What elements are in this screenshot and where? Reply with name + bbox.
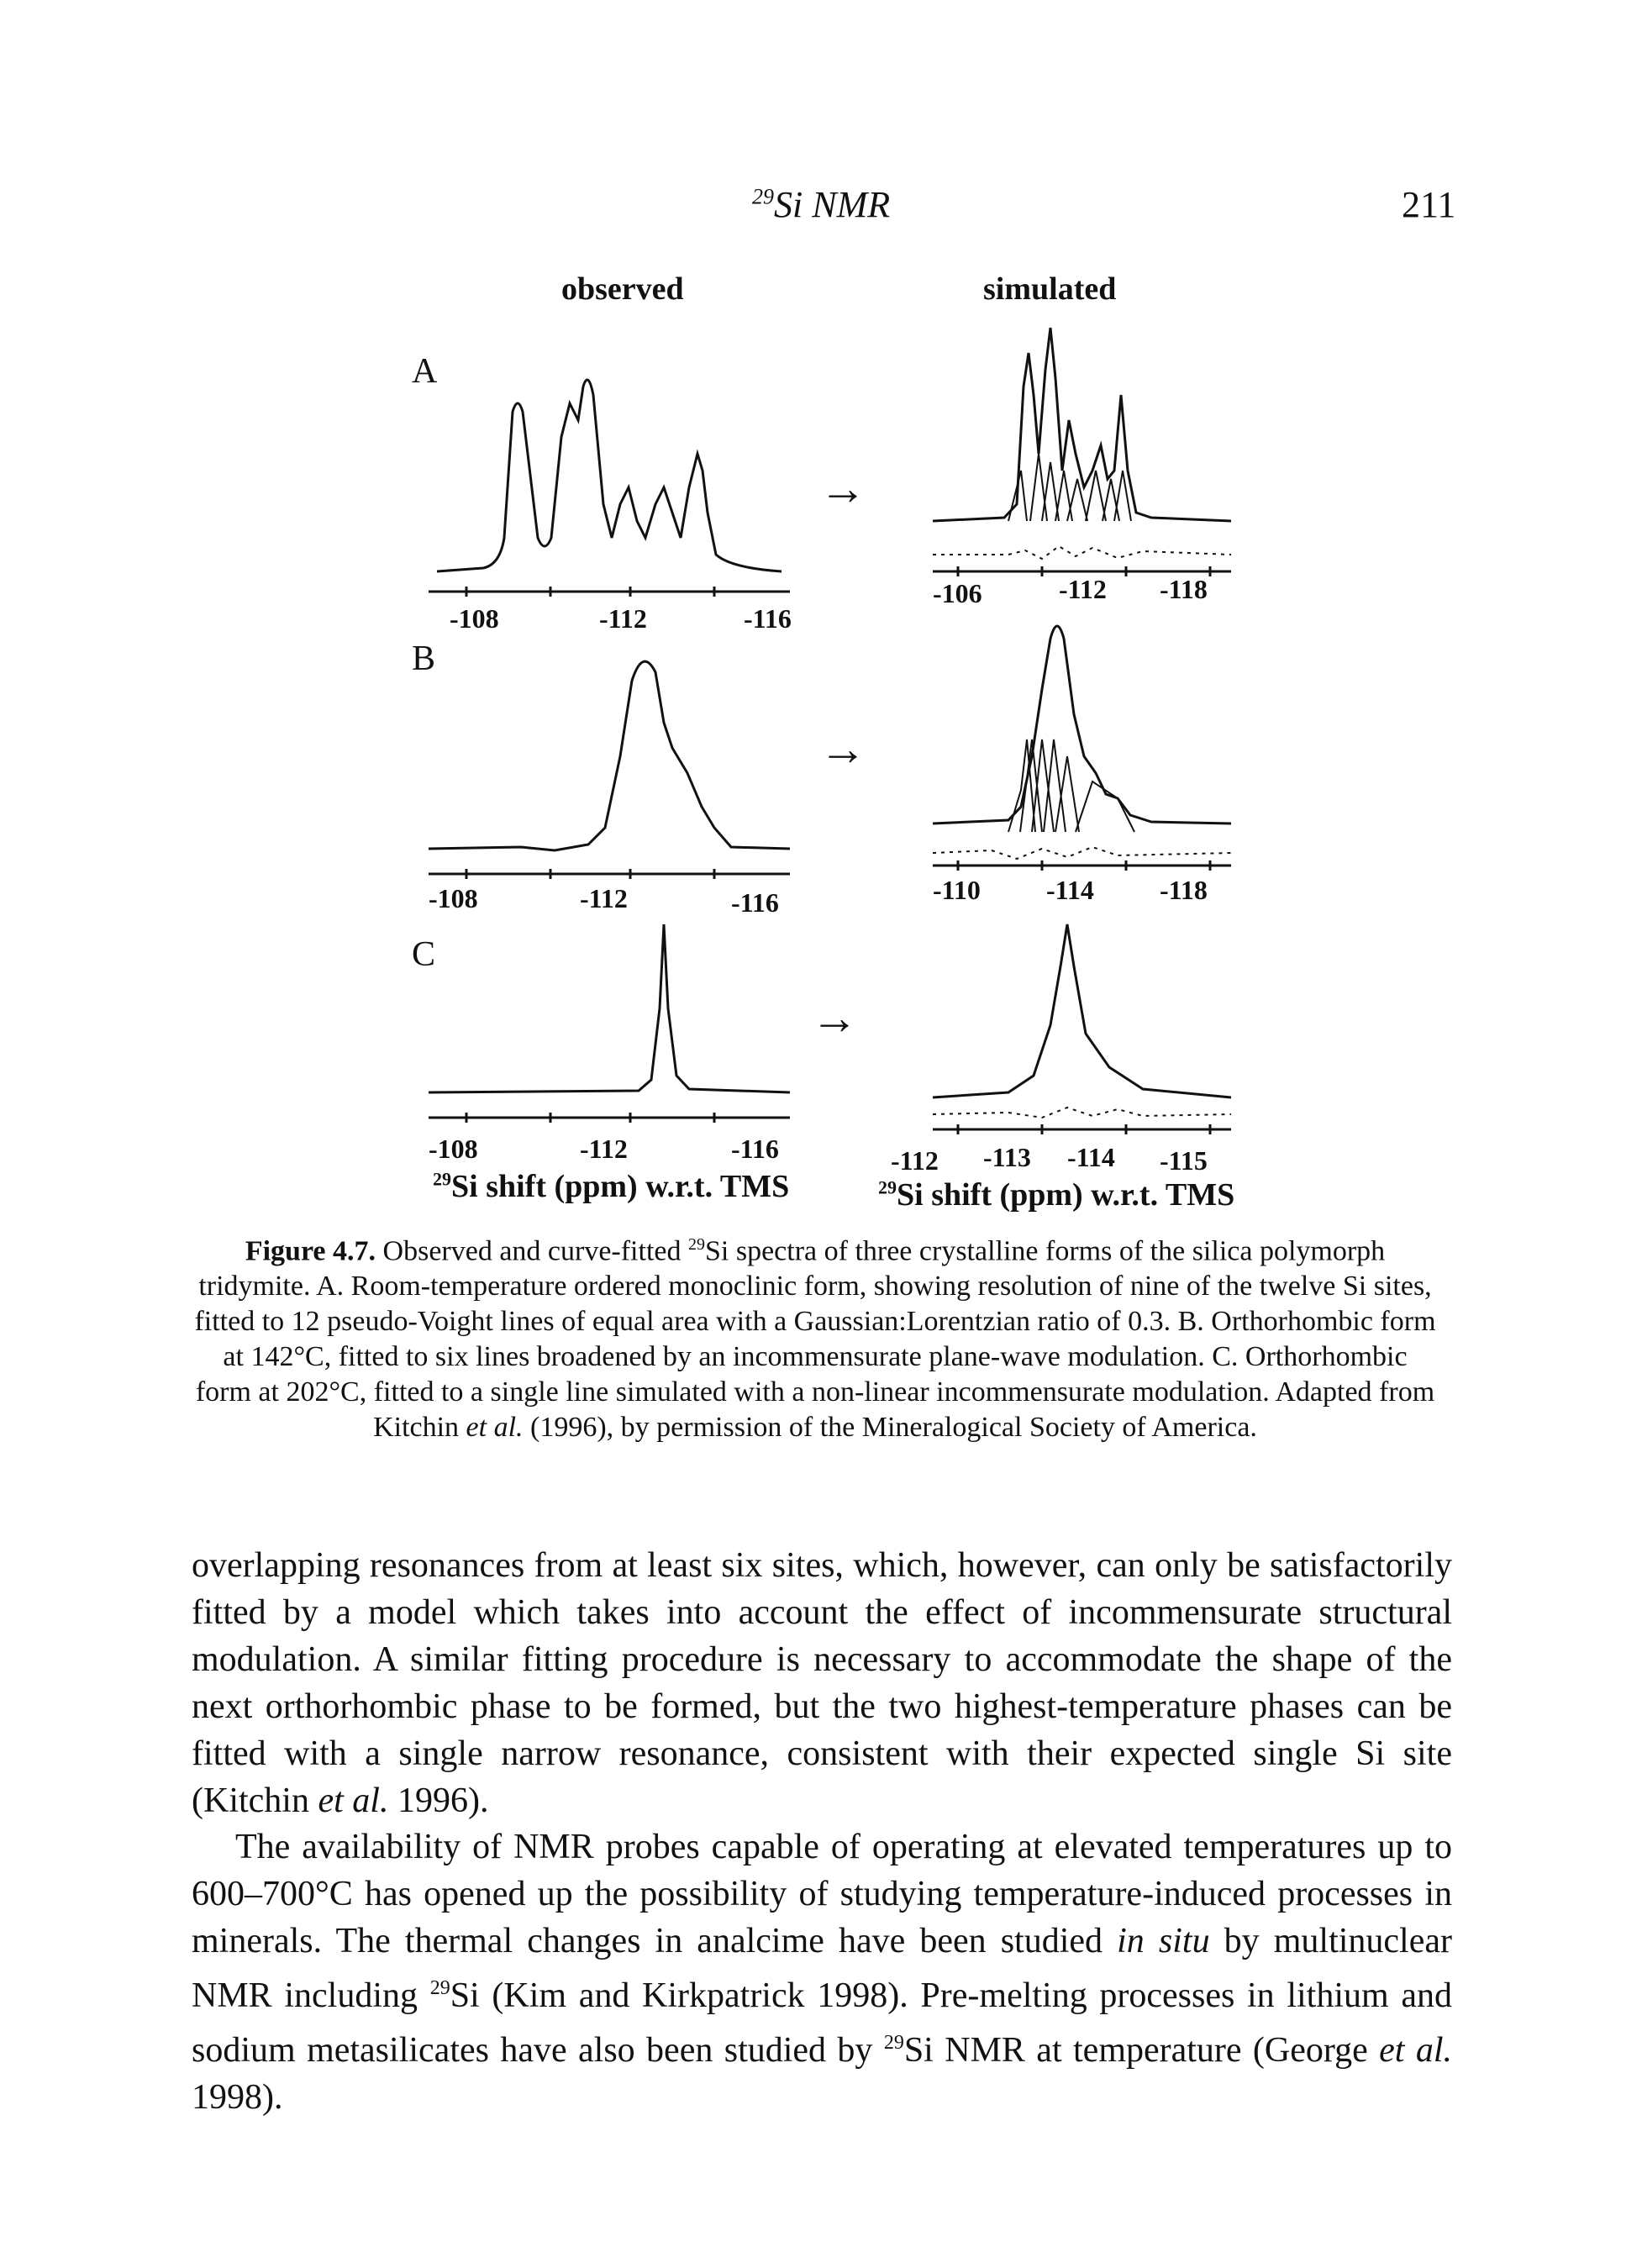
simulated-spectrum-c <box>932 924 1232 1099</box>
tick-label: -108 <box>429 883 478 913</box>
caption-text: Si spectra of three crystalline forms of… <box>194 1235 1436 1444</box>
body-paragraph-1: overlapping resonances from at least six… <box>192 1542 1452 1824</box>
simulated-residual-a <box>933 545 1232 560</box>
tick-label: -112 <box>891 1145 939 1176</box>
tick-label: -114 <box>1046 875 1094 905</box>
simulated-component-lines-b <box>1008 739 1135 833</box>
simulated-component-lines-a <box>1008 453 1132 522</box>
tick-label: -112 <box>580 1134 628 1164</box>
caption-label: Figure 4.7. <box>245 1235 376 1267</box>
panel-letter-b: B <box>412 639 436 678</box>
paragraph-text: Si NMR at temperature (George <box>903 2031 1380 2070</box>
tick-label: -116 <box>731 887 779 918</box>
simulated-spectrum-b-envelope <box>932 624 1232 825</box>
tick-label: -118 <box>1160 875 1208 905</box>
simulated-column-title: simulated <box>983 271 1117 307</box>
arrow-a: → <box>819 463 866 515</box>
caption-superscript: 29 <box>688 1235 705 1254</box>
tick-label: -110 <box>933 875 981 905</box>
simulated-residual-b <box>932 845 1232 860</box>
paragraph-text: by multinuclear NMR including <box>192 1922 1452 2015</box>
paragraph-etal: et al. <box>1379 2031 1453 2070</box>
paragraph-text: overlapping resonances from at least six… <box>192 1546 1452 1820</box>
header-superscript: 29 <box>752 184 774 209</box>
tick-label: -114 <box>1067 1142 1115 1172</box>
observed-spectrum-b <box>428 660 791 852</box>
body-paragraph-2: The availability of NMR probes capable o… <box>192 1823 1452 2121</box>
tick-label: -113 <box>983 1142 1031 1172</box>
page-number: 211 <box>1402 184 1456 225</box>
observed-spectrum-c <box>428 924 791 1094</box>
panel-letter-a: A <box>412 352 438 391</box>
header-title-text: Si NMR <box>774 184 891 225</box>
caption-text: Observed and curve-fitted <box>376 1235 688 1267</box>
caption-text: (1996), by permission of the Mineralogic… <box>523 1412 1257 1444</box>
tick-label: -112 <box>599 603 647 634</box>
tick-label: -116 <box>744 603 792 634</box>
observed-column-title: observed <box>561 271 684 307</box>
caption-etal: et al. <box>466 1412 524 1444</box>
paragraph-superscript: 29 <box>429 1977 450 1999</box>
tick-label: -108 <box>450 603 499 634</box>
observed-spectrum-a <box>436 378 782 573</box>
axis-title-superscript: 29 <box>433 1168 451 1190</box>
tick-label: -112 <box>1059 574 1107 604</box>
simulated-spectrum-a-envelope <box>932 327 1232 523</box>
paragraph-superscript: 29 <box>883 2032 904 2054</box>
simulated-axis-title: 29Si shift (ppm) w.r.t. TMS <box>878 1176 1234 1213</box>
tick-label: -106 <box>933 578 982 608</box>
simulated-residual-c <box>932 1106 1232 1119</box>
paragraph-etal: et al. <box>318 1781 389 1820</box>
tick-label: -115 <box>1160 1145 1208 1176</box>
tick-label: -118 <box>1160 574 1208 604</box>
tick-label: -108 <box>429 1134 478 1164</box>
arrow-b: → <box>819 724 866 776</box>
tick-label: -112 <box>580 883 628 913</box>
paragraph-insitu: in situ <box>1117 1922 1210 1960</box>
axis-title-text: Si shift (ppm) w.r.t. TMS <box>451 1169 790 1204</box>
paragraph-text: The availability of NMR probes capable o… <box>192 1828 1452 1960</box>
figure-caption: Figure 4.7. Observed and curve-fitted 29… <box>193 1227 1437 1445</box>
axis-title-text: Si shift (ppm) w.r.t. TMS <box>897 1177 1235 1213</box>
paragraph-text: 1996). <box>388 1781 489 1820</box>
axis-title-superscript: 29 <box>878 1176 897 1198</box>
panel-letter-c: C <box>412 935 436 974</box>
tick-label: -116 <box>731 1134 779 1164</box>
paragraph-text: 1998). <box>192 2078 283 2117</box>
arrow-c: → <box>811 992 858 1045</box>
paragraph-text: Si (Kim and Kirkpatrick 1998). Pre-melti… <box>192 1976 1453 2070</box>
running-header: 29Si NMR <box>752 183 890 226</box>
observed-axis-title: 29Si shift (ppm) w.r.t. TMS <box>433 1168 789 1205</box>
